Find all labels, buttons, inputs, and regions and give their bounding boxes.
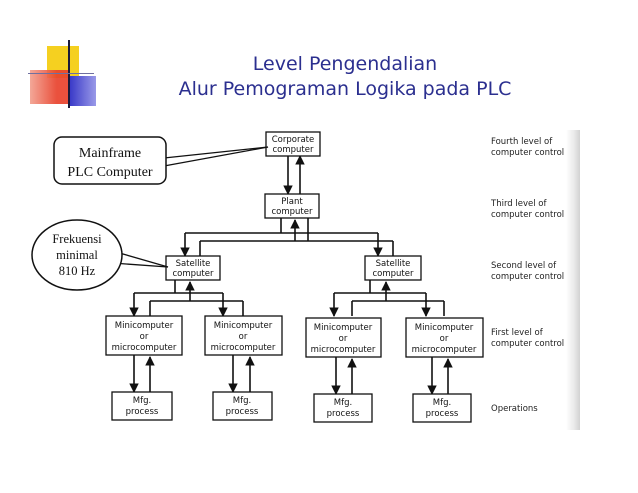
- level-second-line-2: computer control: [491, 272, 564, 282]
- callout-mainframe-line-2: PLC Computer: [67, 165, 153, 180]
- satellite-left-line-1: Satellite: [176, 259, 211, 269]
- mini-2-line-3: microcomputer: [211, 343, 276, 353]
- mfg-2-line-2: process: [226, 407, 259, 417]
- mini-4-line-3: microcomputer: [412, 345, 477, 355]
- callout-mainframe: Mainframe PLC Computer: [53, 136, 269, 185]
- mini-1-line-3: microcomputer: [112, 343, 177, 353]
- minicomputer-3-node: Minicomputer or microcomputer: [305, 317, 382, 358]
- satellite-right-line-1: Satellite: [376, 259, 411, 269]
- mfg-process-1-node: Mfg. process: [111, 391, 173, 421]
- mfg-1-line-2: process: [126, 407, 159, 417]
- corporate-line-1: Corporate: [272, 135, 315, 145]
- decor-blue-square: [70, 76, 96, 106]
- title-line-2: Alur Pemograman Logika pada PLC: [178, 78, 512, 100]
- mini-3-line-1: Minicomputer: [314, 323, 373, 333]
- mfg-4-line-1: Mfg.: [433, 398, 451, 408]
- mini-4-line-1: Minicomputer: [415, 323, 474, 333]
- satellite-right-line-2: computer: [373, 269, 414, 279]
- mfg-1-line-1: Mfg.: [133, 396, 151, 406]
- plant-line-1: Plant: [281, 197, 303, 207]
- mfg-4-line-2: process: [426, 409, 459, 419]
- slide-title: Level Pengendalian Alur Pemograman Logik…: [150, 52, 540, 102]
- mfg-2-line-1: Mfg.: [233, 396, 251, 406]
- satellite-computer-right-node: Satellite computer: [364, 255, 422, 281]
- corporate-line-2: computer: [273, 145, 314, 155]
- level-fourth-line-1: Fourth level of: [491, 137, 553, 147]
- mfg-process-4-node: Mfg. process: [412, 393, 472, 423]
- mfg-3-line-1: Mfg.: [334, 398, 352, 408]
- mfg-process-2-node: Mfg. process: [212, 391, 273, 421]
- satellite-left-line-2: computer: [173, 269, 214, 279]
- callout-frequency-line-3: 810 Hz: [59, 264, 96, 278]
- mini-4-line-2: or: [440, 334, 449, 344]
- plant-computer-node: Plant computer: [264, 193, 320, 219]
- mfg-3-line-2: process: [327, 409, 360, 419]
- callout-frequency: Frekuensi minimal 810 Hz: [31, 219, 169, 291]
- title-line-1: Level Pengendalian: [252, 53, 438, 75]
- level-second-line-1: Second level of: [491, 261, 557, 271]
- level-third-line-1: Third level of: [490, 199, 547, 209]
- satellite-computer-left-node: Satellite computer: [165, 255, 221, 281]
- level-third-line-2: computer control: [491, 210, 564, 220]
- level-labels: Fourth level of computer control Third l…: [490, 137, 564, 414]
- minicomputer-4-node: Minicomputer or microcomputer: [405, 317, 484, 358]
- level-first-line-2: computer control: [491, 339, 564, 349]
- mini-1-line-1: Minicomputer: [115, 321, 174, 331]
- level-fourth-line-2: computer control: [491, 148, 564, 158]
- mini-1-line-2: or: [140, 332, 149, 342]
- mfg-process-3-node: Mfg. process: [313, 393, 373, 423]
- decor-horizontal-line: [28, 73, 94, 74]
- mini-3-line-2: or: [339, 334, 348, 344]
- minicomputer-1-node: Minicomputer or microcomputer: [105, 315, 183, 356]
- scan-edge-shadow: [566, 130, 580, 430]
- minicomputer-2-node: Minicomputer or microcomputer: [204, 315, 283, 356]
- level-first-line-1: First level of: [491, 328, 544, 338]
- callout-mainframe-line-1: Mainframe: [79, 146, 141, 161]
- mini-2-line-2: or: [239, 332, 248, 342]
- level-operations: Operations: [491, 404, 538, 414]
- decor-red-square: [30, 70, 68, 104]
- mini-2-line-1: Minicomputer: [214, 321, 273, 331]
- decor-vertical-line: [68, 40, 70, 108]
- connectors: [129, 155, 453, 395]
- callout-frequency-line-2: minimal: [56, 248, 98, 262]
- corporate-computer-node: Corporate computer: [265, 131, 321, 157]
- plant-line-2: computer: [272, 207, 313, 217]
- callout-frequency-line-1: Frekuensi: [52, 232, 102, 246]
- mini-3-line-3: microcomputer: [311, 345, 376, 355]
